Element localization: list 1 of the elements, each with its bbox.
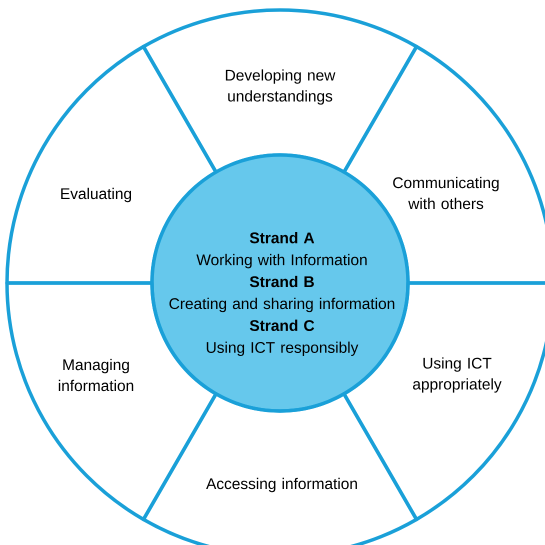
ring-segment: Accessing information xyxy=(142,392,418,545)
